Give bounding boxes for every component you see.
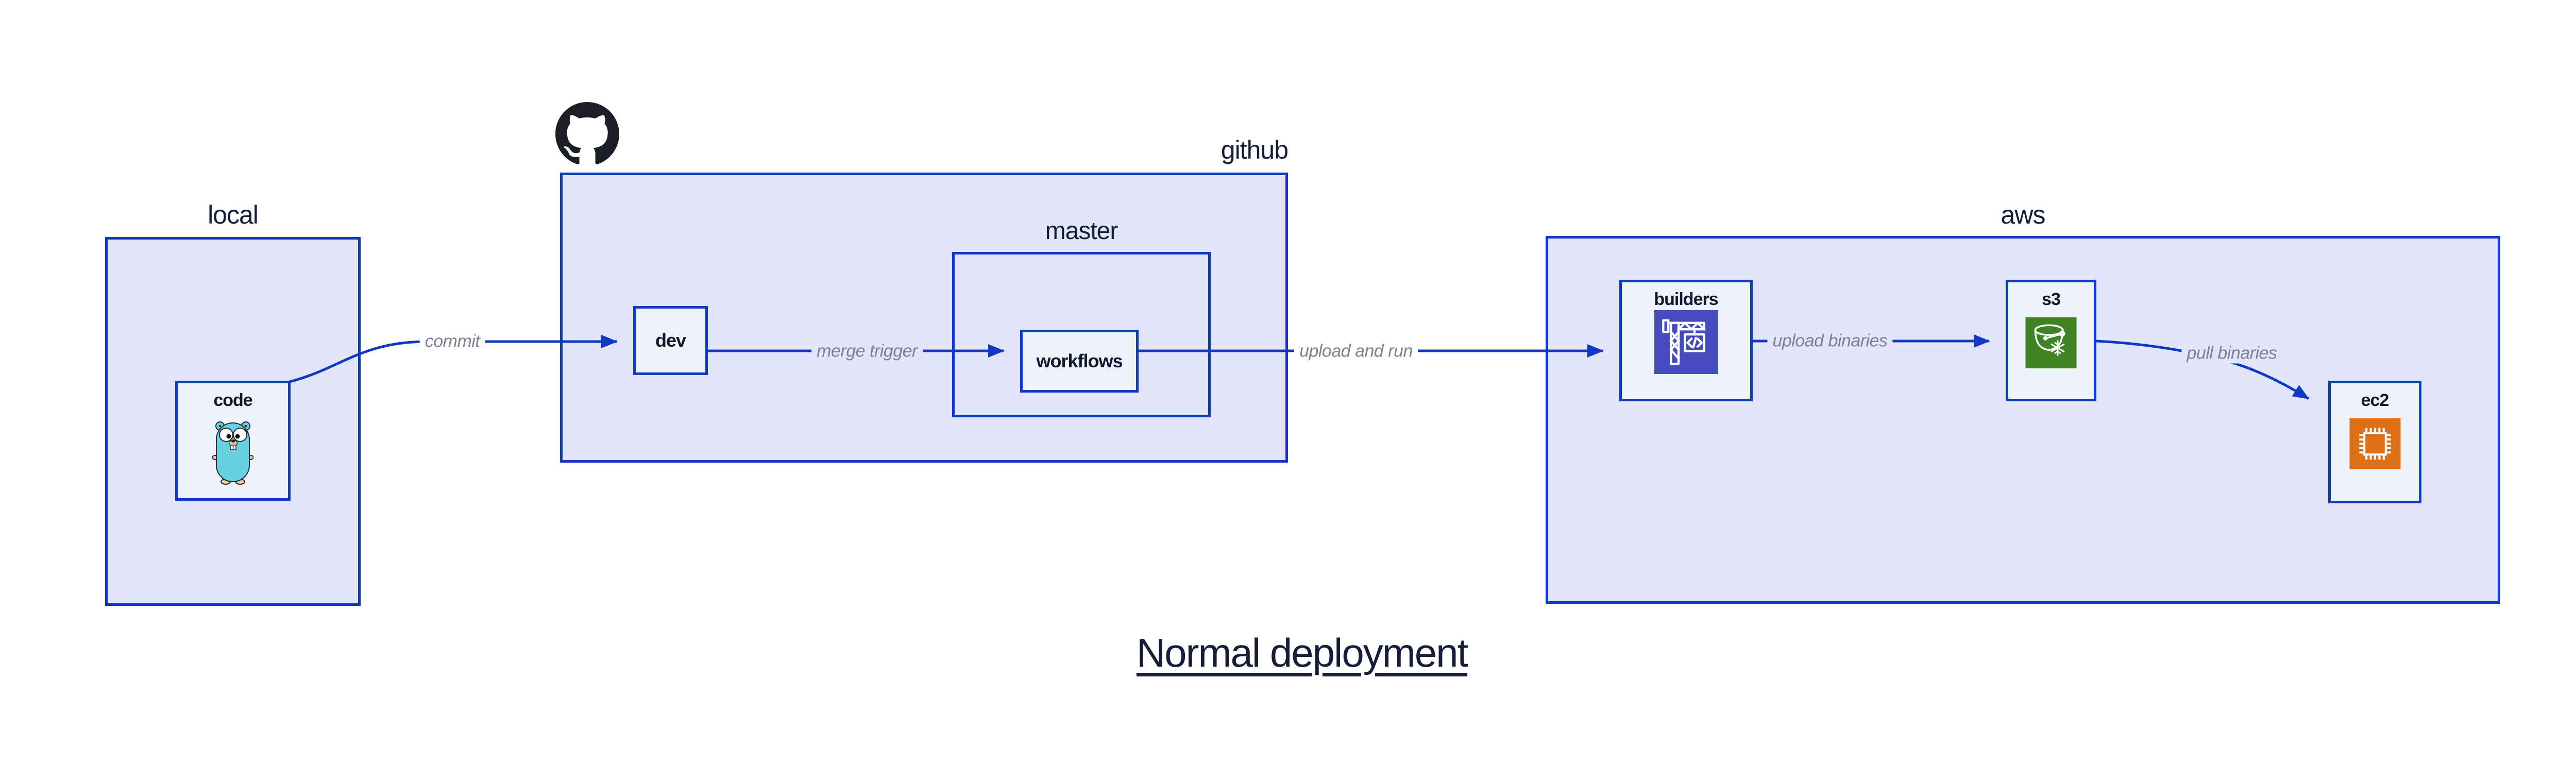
node-workflows-label: workflows xyxy=(1036,350,1123,371)
node-builders-label: builders xyxy=(1654,290,1718,309)
edge-commit-arrow xyxy=(289,335,618,383)
node-ec2-label: ec2 xyxy=(2361,390,2389,410)
edge-upload-and-run-label: upload and run xyxy=(1294,341,1418,362)
node-dev-label: dev xyxy=(655,330,686,351)
node-code: code xyxy=(175,381,291,501)
github-octocat-icon xyxy=(555,102,619,168)
edge-merge-trigger-label: merge trigger xyxy=(811,341,923,362)
group-master-label: master xyxy=(1045,217,1118,245)
node-dev: dev xyxy=(633,306,708,375)
edge-upload-binaries-label: upload binaries xyxy=(1767,331,1893,351)
edge-pull-binaries-label: pull binaries xyxy=(2181,343,2282,364)
aws-s3-glacier-bucket-icon xyxy=(2025,317,2077,371)
node-builders: builders xyxy=(1619,280,1753,401)
group-github-label: github xyxy=(1221,135,1289,164)
diagram-title: Normal deployment xyxy=(1136,630,1468,675)
node-workflows: workflows xyxy=(1020,330,1139,393)
edge-pull-binaries-arrow xyxy=(2096,339,2310,400)
go-gopher-icon xyxy=(212,420,254,488)
aws-ec2-chip-icon xyxy=(2349,418,2400,472)
node-s3: s3 xyxy=(2006,280,2096,401)
node-code-label: code xyxy=(213,390,252,410)
node-s3-label: s3 xyxy=(2042,290,2061,309)
aws-codebuild-crane-icon xyxy=(1653,310,1720,377)
node-ec2: ec2 xyxy=(2328,381,2421,503)
group-aws-label: aws xyxy=(2001,200,2046,229)
edge-commit-label: commit xyxy=(419,331,485,352)
group-local-label: local xyxy=(208,200,259,229)
